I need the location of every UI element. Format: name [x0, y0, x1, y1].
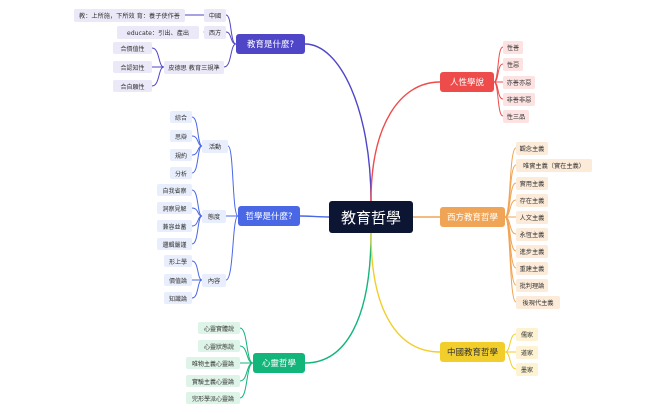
phil-activity-item[interactable]: 分析 — [170, 167, 192, 179]
edu-west-node[interactable]: 西方 — [204, 26, 226, 39]
west-item[interactable]: 唯實主義（實在主義） — [516, 159, 592, 172]
phil-content-item[interactable]: 價值論 — [164, 274, 192, 286]
link-root-edu — [304, 43, 372, 202]
phil-activity-node[interactable]: 活動 — [202, 140, 228, 153]
west-item[interactable]: 觀念主義 — [516, 142, 548, 155]
human-item[interactable]: 亦善亦惡 — [503, 76, 535, 89]
phil-content-node[interactable]: 內容 — [202, 274, 226, 287]
china-item[interactable]: 墨家 — [516, 363, 538, 376]
west-item[interactable]: 人文主義 — [516, 211, 548, 224]
west-item[interactable]: 後現代主義 — [516, 296, 560, 309]
phil-attitude-item[interactable]: 兼容並蓄 — [157, 220, 192, 232]
human-item[interactable]: 性惡 — [503, 58, 523, 71]
mind-item[interactable]: 心靈狀態說 — [198, 340, 240, 352]
mind-item[interactable]: 唯物主義心靈論 — [186, 357, 240, 369]
edu-china-node[interactable]: 中國 — [204, 9, 226, 22]
link-root-human — [370, 81, 441, 202]
china-node[interactable]: 中國教育哲學 — [440, 342, 505, 362]
mind-item[interactable]: 實驗主義心靈論 — [186, 375, 240, 387]
human-item[interactable]: 性三品 — [503, 110, 529, 123]
phil-attitude-item[interactable]: 洞察見解 — [157, 202, 192, 214]
west-item[interactable]: 重建主義 — [516, 262, 548, 275]
west-item[interactable]: 實用主義 — [516, 177, 548, 190]
link-root-mind — [304, 232, 372, 364]
edu-what-node[interactable]: 教育是什麼? — [236, 34, 305, 54]
root-node[interactable]: 教育哲學 — [329, 201, 413, 233]
phil-activity-item[interactable]: 規約 — [170, 149, 192, 161]
edu-west-note[interactable]: educate：引出、產出 — [117, 26, 199, 39]
phil-content-item[interactable]: 知識論 — [164, 292, 192, 304]
link-root-phil — [299, 215, 330, 218]
human-item[interactable]: 性善 — [503, 41, 523, 54]
west-node[interactable]: 西方教育哲學 — [440, 207, 505, 227]
mind-node[interactable]: 心靈哲學 — [253, 353, 305, 373]
edu-criteria-item[interactable]: 合價值性 — [113, 42, 152, 54]
west-item[interactable]: 存在主義 — [516, 194, 548, 207]
edu-china-note[interactable]: 教：上所施，下所效 育：養子使作善 — [74, 9, 185, 22]
west-item[interactable]: 批判理論 — [516, 279, 548, 292]
china-item[interactable]: 道家 — [516, 346, 538, 359]
human-item[interactable]: 非善非惡 — [503, 93, 535, 106]
phil-activity-item[interactable]: 綜合 — [170, 111, 192, 123]
phil-content-item[interactable]: 形上學 — [164, 255, 192, 267]
west-item[interactable]: 進步主義 — [516, 245, 548, 258]
link-root-china — [370, 232, 441, 353]
phil-attitude-item[interactable]: 邏輯嚴謹 — [157, 238, 192, 250]
phil-attitude-item[interactable]: 自我省察 — [157, 184, 192, 196]
human-node[interactable]: 人性學說 — [440, 72, 494, 92]
phil-activity-item[interactable]: 思辯 — [170, 130, 192, 142]
edu-criteria-node[interactable]: 皮德思 教育三規準 — [164, 61, 224, 74]
phil-what-node[interactable]: 哲學是什麼? — [238, 206, 300, 226]
edu-criteria-item[interactable]: 合認知性 — [113, 61, 152, 73]
mind-item[interactable]: 心靈實體說 — [198, 322, 240, 334]
china-item[interactable]: 儒家 — [516, 328, 538, 341]
west-item[interactable]: 永恆主義 — [516, 228, 548, 241]
edu-criteria-item[interactable]: 合自願性 — [113, 80, 152, 92]
phil-attitude-node[interactable]: 態度 — [202, 210, 226, 223]
mind-item[interactable]: 完形學派心靈論 — [186, 392, 240, 404]
